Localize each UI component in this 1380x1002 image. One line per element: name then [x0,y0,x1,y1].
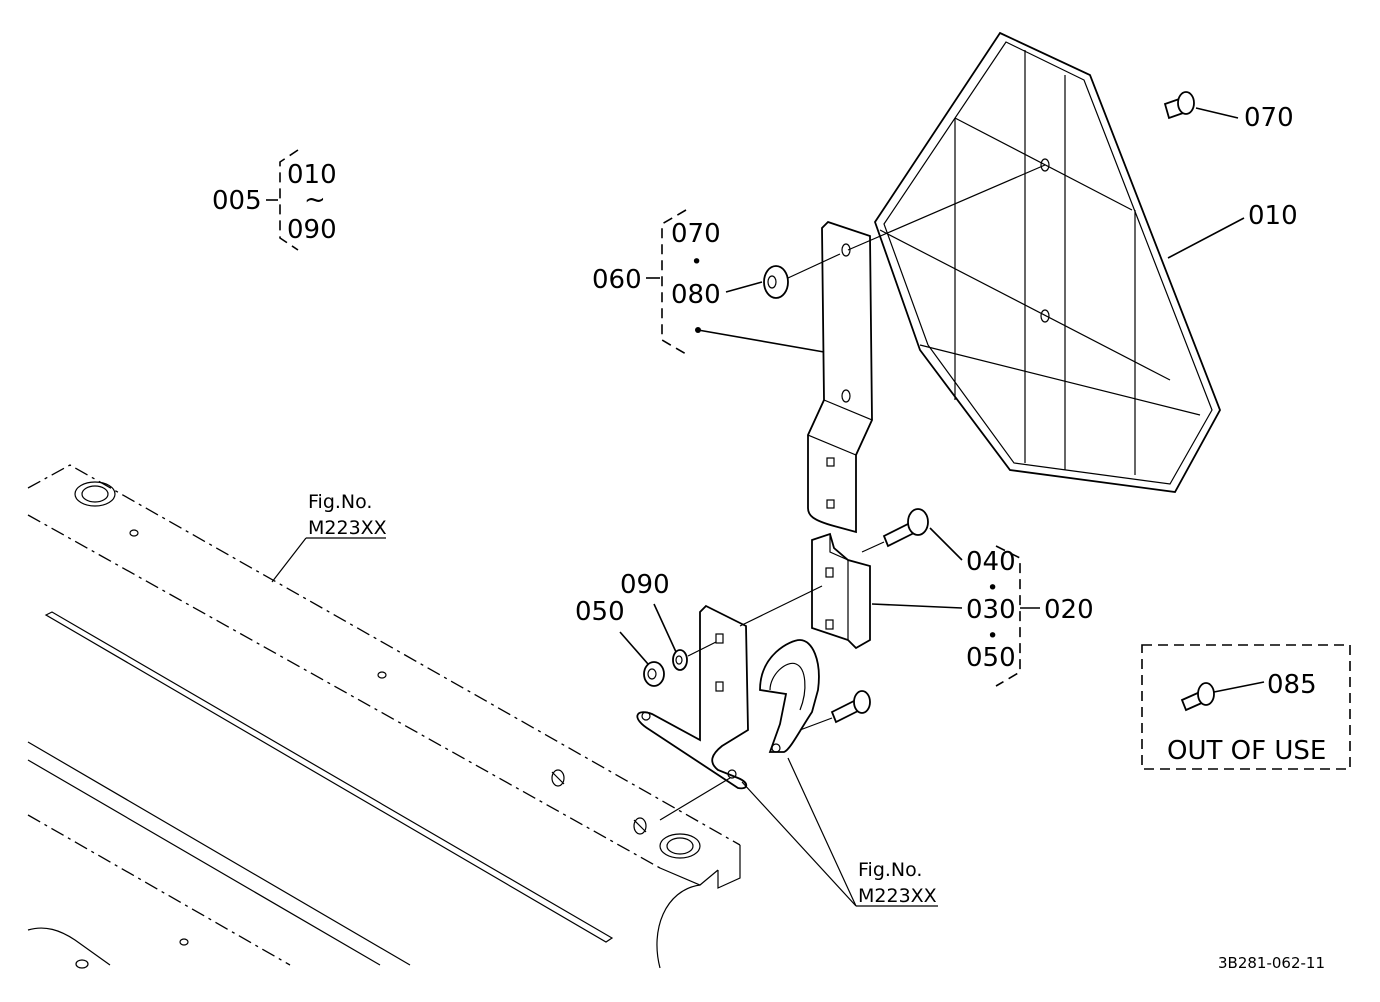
callout-030[interactable]: 030 [966,595,1016,625]
separator-dot: • [987,577,998,599]
callout-020[interactable]: 020 [1044,595,1094,625]
callout-range-start[interactable]: 010 [287,160,337,190]
guard-panel-010 [874,31,1221,493]
range-separator: ~ [304,185,326,215]
callout-090[interactable]: 090 [620,570,670,600]
callout-040[interactable]: 040 [966,547,1016,577]
fig-reference-1: Fig.No. M223XX [271,491,387,583]
callout-050-left[interactable]: 050 [575,597,625,627]
callout-060-080[interactable]: 080 [671,280,721,310]
hinge-bracket-030 [811,532,871,650]
callout-010[interactable]: 010 [1248,201,1298,231]
callout-050[interactable]: 050 [966,643,1016,673]
callout-060[interactable]: 060 [592,265,642,295]
out-of-use-label: OUT OF USE [1167,736,1326,766]
fig-reference-2: Fig.No. M223XX [741,757,938,907]
fig-ref-number[interactable]: M223XX [858,885,937,907]
separator-dot: • [987,625,998,647]
bolt-040-icon [882,508,929,548]
clip-bolt-icon [830,690,871,724]
callout-060-group: 060 070 • 080 [592,209,825,355]
callout-060-070[interactable]: 070 [671,219,721,249]
u-clip [759,639,820,753]
callout-020-group: 040 • 030 • 050 020 [871,545,1094,687]
screw-070-icon [1163,91,1195,120]
fig-ref-label[interactable]: Fig.No. [308,491,372,513]
lower-bracket [636,604,749,790]
machine-frame [27,464,741,969]
separator-dot: • [691,251,702,273]
screw-085-icon [1180,682,1215,712]
washer-090-icon [672,649,688,671]
bracket-060 [807,220,873,534]
callout-070-top[interactable]: 070 [1244,103,1294,133]
group-assembly-callout: 005 010 ~ 090 [212,149,337,251]
nut-050-icon [643,661,665,687]
drawing-number: 3B281-062-11 [1218,954,1325,972]
frame-bolt-icon [633,817,647,835]
callout-range-end[interactable]: 090 [287,215,337,245]
washer-080-icon [763,265,789,299]
frame-bolt-icon [551,769,565,787]
out-of-use-box: 085 OUT OF USE [1141,644,1351,770]
callout-005[interactable]: 005 [212,186,262,216]
callout-085[interactable]: 085 [1267,670,1317,700]
fig-ref-label[interactable]: Fig.No. [858,859,922,881]
fig-ref-number[interactable]: M223XX [308,517,387,539]
